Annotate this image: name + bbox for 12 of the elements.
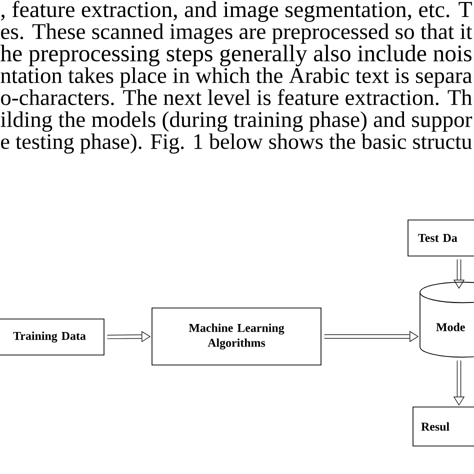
text-line: ilding the models (during training phase) and suppor xyxy=(0,111,472,132)
process-box: Machine Learning Algorithms xyxy=(152,308,322,366)
text-line: ntation takes place in which the Arabic text is separa xyxy=(0,67,472,88)
database-cylinder: Mode xyxy=(420,282,474,358)
process-box: Test Da xyxy=(408,220,474,256)
text-line: e testing phase). Fig. 1 below shows the basic structu xyxy=(1,134,472,154)
text-line: , feature extraction, and image segmentation, etc. T xyxy=(1,0,472,22)
process-box: Training Data xyxy=(0,318,104,356)
text-line: he preprocessing steps generally also include nois xyxy=(0,44,472,66)
text-line: es. These scanned images are preprocessed so that it xyxy=(1,23,472,44)
process-box: Resul xyxy=(412,406,474,446)
text-line: o-characters. The next level is feature extraction. Th xyxy=(1,89,472,106)
